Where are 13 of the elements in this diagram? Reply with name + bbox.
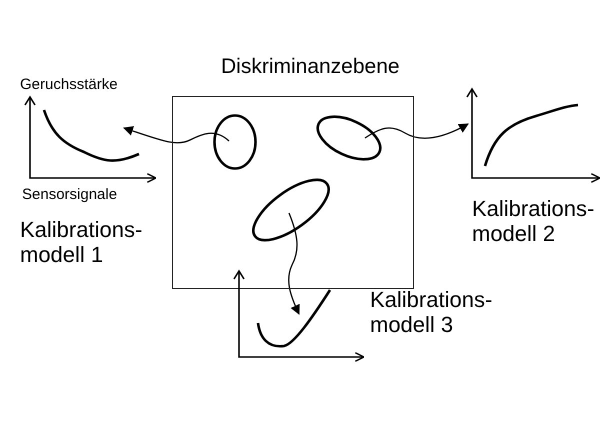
calibration-plot-drawing — [466, 86, 602, 182]
wavy-arrow — [123, 126, 230, 144]
calibration-plot-drawing — [24, 94, 158, 182]
plane-title: Diskriminanzebene — [221, 55, 400, 80]
calibration-plot-drawing — [232, 268, 366, 362]
model-caption: Kalibrations- modell 2 — [472, 196, 596, 247]
axis-label: Sensorsignale — [22, 186, 118, 204]
wavy-arrow — [288, 212, 300, 315]
wavy-arrow — [364, 123, 469, 139]
cluster-ellipse — [213, 114, 257, 170]
model-caption: Kalibrations- modell 1 — [20, 217, 144, 268]
axis-label: Geruchsstärke — [20, 76, 118, 94]
model-caption: Kalibrations- modell 3 — [370, 287, 494, 338]
